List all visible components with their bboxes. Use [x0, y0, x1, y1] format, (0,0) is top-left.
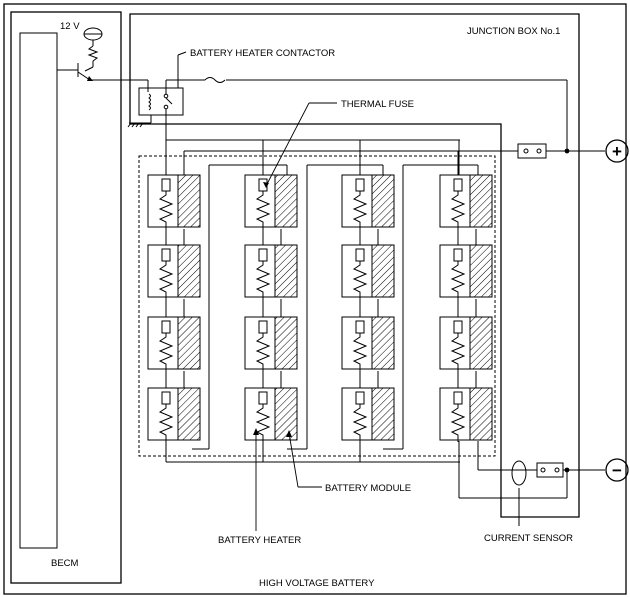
battery-cell-2-3: [274, 316, 298, 370]
battery-cell-4-2: [469, 244, 493, 298]
battery-module-arrow: [286, 430, 292, 437]
module-area-boundary: [138, 155, 496, 457]
battery-module-grid: [147, 174, 493, 442]
thermal-fuse-2-4: [258, 391, 268, 405]
battery-heater-1-2: [158, 261, 174, 299]
positive-switch-contact-b: [536, 148, 542, 154]
battery-heater-4-2: [450, 261, 466, 299]
negative-junction-dot: [564, 467, 570, 473]
battery-heater-arrow: [253, 428, 259, 435]
battery-cell-2-1: [274, 174, 298, 228]
battery-heater-2-3: [255, 333, 271, 371]
battery-heater-1-1: [158, 191, 174, 229]
transistor-emitter-arrow: [87, 76, 93, 81]
thermal-fuse-label: THERMAL FUSE: [341, 99, 414, 110]
thermal-fuse-4-2: [453, 248, 463, 262]
becm-box: [10, 11, 122, 584]
negative-switch-contact-b: [554, 467, 560, 473]
supply-voltage-label: 12 V: [60, 21, 80, 32]
fuse-icon: [204, 77, 226, 83]
battery-heater-label: BATTERY HEATER: [218, 535, 301, 546]
battery-cell-1-3: [177, 316, 201, 370]
thermal-fuse-1-3: [161, 320, 171, 334]
battery-heater-3-4: [352, 404, 368, 442]
thermal-fuse-1-4: [161, 391, 171, 405]
thermal-fuse-1-1: [161, 178, 171, 192]
positive-terminal-icon: [605, 139, 629, 163]
thermal-fuse-1-2: [161, 248, 171, 262]
series-connectors: [192, 164, 479, 450]
battery-cell-4-4: [469, 387, 493, 441]
junction-box-label: JUNCTION BOX No.1: [467, 26, 560, 37]
battery-cell-4-3: [469, 316, 493, 370]
battery-heater-1-3: [158, 333, 174, 371]
thermal-fuse-4-3: [453, 320, 463, 334]
thermal-fuse-3-1: [355, 178, 365, 192]
supply-and-transistor: [57, 27, 149, 92]
negative-terminal-label: −: [612, 461, 622, 480]
battery-heater-4-1: [450, 191, 466, 229]
leader-lines: [255, 102, 337, 531]
battery-module-label: BATTERY MODULE: [325, 483, 411, 494]
positive-terminal-label: +: [612, 142, 622, 161]
thermal-fuse-4-1: [453, 178, 463, 192]
battery-cell-1-1: [177, 174, 201, 228]
battery-heater-3-3: [352, 333, 368, 371]
battery-heater-3-2: [352, 261, 368, 299]
battery-heater-1-4: [158, 404, 174, 442]
positive-circuit: [183, 143, 605, 175]
battery-cell-1-4: [177, 387, 201, 441]
negative-terminal-icon: [605, 458, 629, 482]
negative-circuit: [477, 441, 605, 526]
becm-inner: [19, 32, 58, 549]
thermal-fuse-3-2: [355, 248, 365, 262]
hv-battery-label: HIGH VOLTAGE BATTERY: [259, 578, 375, 589]
battery-heater-2-4: [255, 404, 271, 442]
current-sensor-label: CURRENT SENSOR: [484, 533, 573, 544]
thermal-fuse-2-2: [258, 248, 268, 262]
battery-heater-4-4: [450, 404, 466, 442]
battery-cell-3-3: [371, 316, 395, 370]
heater-supply-bus: [165, 140, 568, 499]
battery-cell-3-1: [371, 174, 395, 228]
battery-cell-3-4: [371, 387, 395, 441]
battery-heater-3-1: [352, 191, 368, 229]
thermal-fuse-arrow: [263, 182, 269, 188]
contactor-relay: [127, 51, 568, 151]
becm-label: BECM: [51, 558, 79, 569]
thermal-fuse-4-4: [453, 391, 463, 405]
thermal-fuse-2-3: [258, 320, 268, 334]
battery-heater-4-3: [450, 333, 466, 371]
thermal-fuse-3-3: [355, 320, 365, 334]
battery-cell-2-4: [274, 387, 298, 441]
battery-cell-1-2: [177, 244, 201, 298]
high-voltage-battery-frame: [3, 3, 627, 595]
battery-cell-4-1: [469, 174, 493, 228]
thermal-fuse-3-4: [355, 391, 365, 405]
contactor-label: BATTERY HEATER CONTACTOR: [190, 48, 335, 59]
current-sensor-icon: [511, 460, 527, 486]
positive-junction-dot: [564, 148, 570, 154]
positive-switch-contact-a: [523, 148, 529, 154]
battery-heater-2-1: [255, 191, 271, 229]
battery-heater-2-2: [255, 261, 271, 299]
battery-cell-2-2: [274, 244, 298, 298]
negative-switch-contact-a: [540, 467, 546, 473]
battery-cell-3-2: [371, 244, 395, 298]
